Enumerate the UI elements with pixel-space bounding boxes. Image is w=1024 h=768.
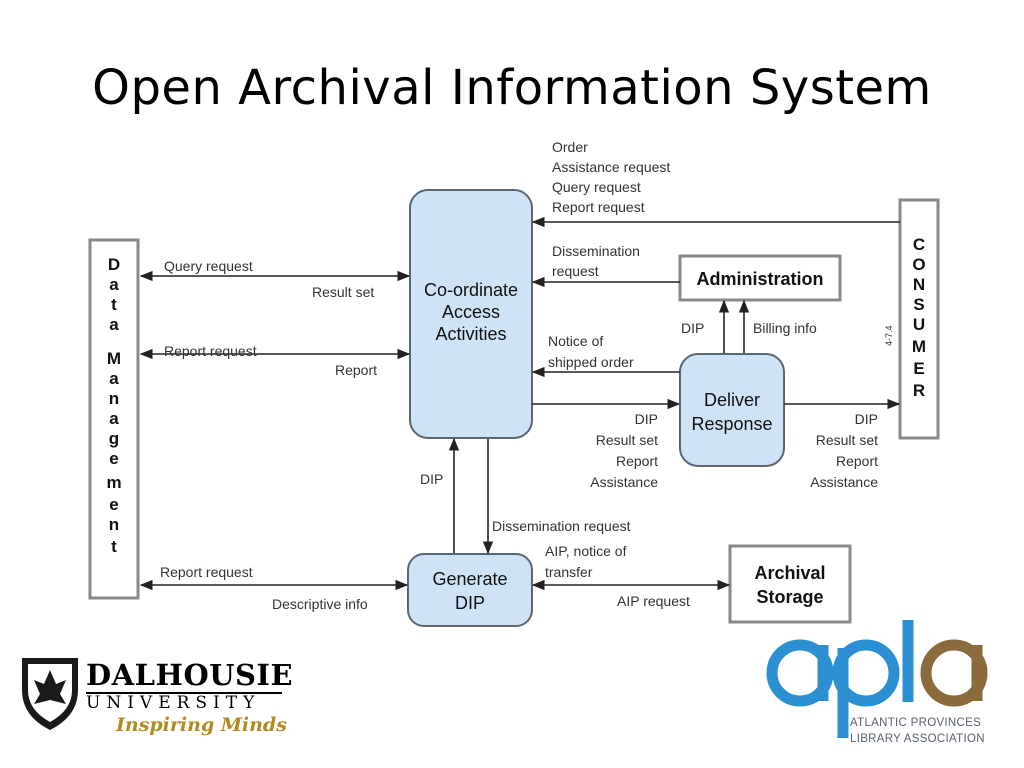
svg-text:Activities: Activities <box>435 324 506 344</box>
svg-text:shipped order: shipped order <box>548 354 634 370</box>
svg-text:DIP: DIP <box>635 411 658 427</box>
slide-title: Open Archival Information System <box>92 60 932 116</box>
descriptive-info-label: Descriptive info <box>272 596 368 612</box>
svg-text:a: a <box>109 315 119 334</box>
result-set-label: Result set <box>312 284 374 300</box>
svg-text:Report request: Report request <box>552 199 645 215</box>
svg-text:S: S <box>913 295 924 314</box>
svg-text:Response: Response <box>691 414 772 434</box>
svg-text:t: t <box>111 295 117 314</box>
dissemination-request-label: Dissemination request <box>552 243 640 279</box>
svg-text:M: M <box>107 349 121 368</box>
svg-text:transfer: transfer <box>545 564 593 580</box>
figure-id: 4-7.4 <box>884 325 894 346</box>
query-request-label: Query request <box>164 258 253 274</box>
svg-text:a: a <box>109 369 119 388</box>
svg-text:M: M <box>912 337 926 356</box>
svg-text:n: n <box>109 389 119 408</box>
svg-text:a: a <box>109 409 119 428</box>
svg-text:e: e <box>109 449 118 468</box>
svg-text:t: t <box>111 537 117 556</box>
svg-text:Archival: Archival <box>754 563 825 583</box>
administration-node: Administration <box>678 254 842 302</box>
svg-text:Dissemination: Dissemination <box>552 243 640 259</box>
consumer-requests-label: Order Assistance request Query request R… <box>552 139 670 215</box>
svg-text:m: m <box>106 473 121 492</box>
dip-generate-label: DIP <box>420 471 443 487</box>
dalhousie-tagline: Inspiring Minds <box>116 714 287 736</box>
svg-text:Notice of: Notice of <box>548 333 603 349</box>
billing-info-label: Billing info <box>753 320 817 336</box>
data-management-box: D a t a M a n a g e m e n t <box>88 238 140 600</box>
dissemination-request-2-label: Dissemination request <box>492 518 631 534</box>
svg-text:Assistance: Assistance <box>590 474 658 490</box>
svg-text:R: R <box>913 381 925 400</box>
svg-text:Result set: Result set <box>596 432 658 448</box>
svg-text:DIP: DIP <box>455 593 485 613</box>
notice-shipped-label: Notice of shipped order <box>548 333 634 370</box>
report-label: Report <box>335 362 377 378</box>
svg-text:E: E <box>913 359 924 378</box>
svg-text:Report: Report <box>836 453 878 469</box>
apla-line1: ATLANTIC PROVINCES <box>850 717 982 729</box>
svg-text:Assistance request: Assistance request <box>552 159 670 175</box>
svg-text:C: C <box>913 235 925 254</box>
dalhousie-university: UNIVERSITY <box>86 693 261 713</box>
dalhousie-name: DALHOUSIE <box>86 658 294 692</box>
svg-text:DIP: DIP <box>855 411 878 427</box>
svg-text:n: n <box>109 515 119 534</box>
coordinate-access-node: Co-ordinate Access Activities <box>409 189 533 439</box>
svg-text:Assistance: Assistance <box>810 474 878 490</box>
svg-text:g: g <box>109 429 119 448</box>
svg-text:Result set: Result set <box>816 432 878 448</box>
data-management-letters: D a t a M a n a g e m e n t <box>106 255 121 556</box>
svg-text:request: request <box>552 263 599 279</box>
svg-text:D: D <box>108 255 120 274</box>
apla-line2: LIBRARY ASSOCIATION <box>850 733 985 745</box>
svg-text:a: a <box>109 275 119 294</box>
svg-text:U: U <box>913 315 925 334</box>
svg-text:N: N <box>913 275 925 294</box>
svg-text:AIP, notice of: AIP, notice of <box>545 543 627 559</box>
apla-logo-icon <box>766 620 988 738</box>
svg-text:Order: Order <box>552 139 588 155</box>
deliver-inputs-label: DIP Result set Report Assistance <box>590 411 658 490</box>
svg-text:Report: Report <box>616 453 658 469</box>
consumer-box: C O N S U M E R <box>898 198 940 440</box>
dalhousie-crest-icon <box>22 658 78 730</box>
svg-text:Query request: Query request <box>552 179 641 195</box>
deliver-response-node: Deliver Response <box>679 353 785 467</box>
svg-text:Co-ordinate: Co-ordinate <box>424 280 518 300</box>
consumer-letters: C O N S U M E R <box>912 235 926 400</box>
svg-text:Administration: Administration <box>696 269 823 289</box>
archival-storage-node: Archival Storage <box>728 544 852 624</box>
svg-text:O: O <box>912 255 925 274</box>
report-request-label-bottom: Report request <box>160 564 253 580</box>
svg-text:Deliver: Deliver <box>704 390 760 410</box>
report-request-label-top: Report request <box>164 343 257 359</box>
connector-arrows <box>139 216 901 591</box>
generate-dip-node: Generate DIP <box>407 553 533 627</box>
dip-admin-label: DIP <box>681 320 704 336</box>
dalhousie-divider <box>86 692 282 694</box>
aip-notice-label: AIP, notice of transfer <box>545 543 627 580</box>
svg-text:Generate: Generate <box>432 569 507 589</box>
deliver-outputs-label: DIP Result set Report Assistance <box>810 411 878 490</box>
aip-request-label: AIP request <box>617 593 690 609</box>
svg-text:e: e <box>109 495 118 514</box>
svg-text:Storage: Storage <box>756 587 823 607</box>
svg-text:Access: Access <box>442 302 500 322</box>
